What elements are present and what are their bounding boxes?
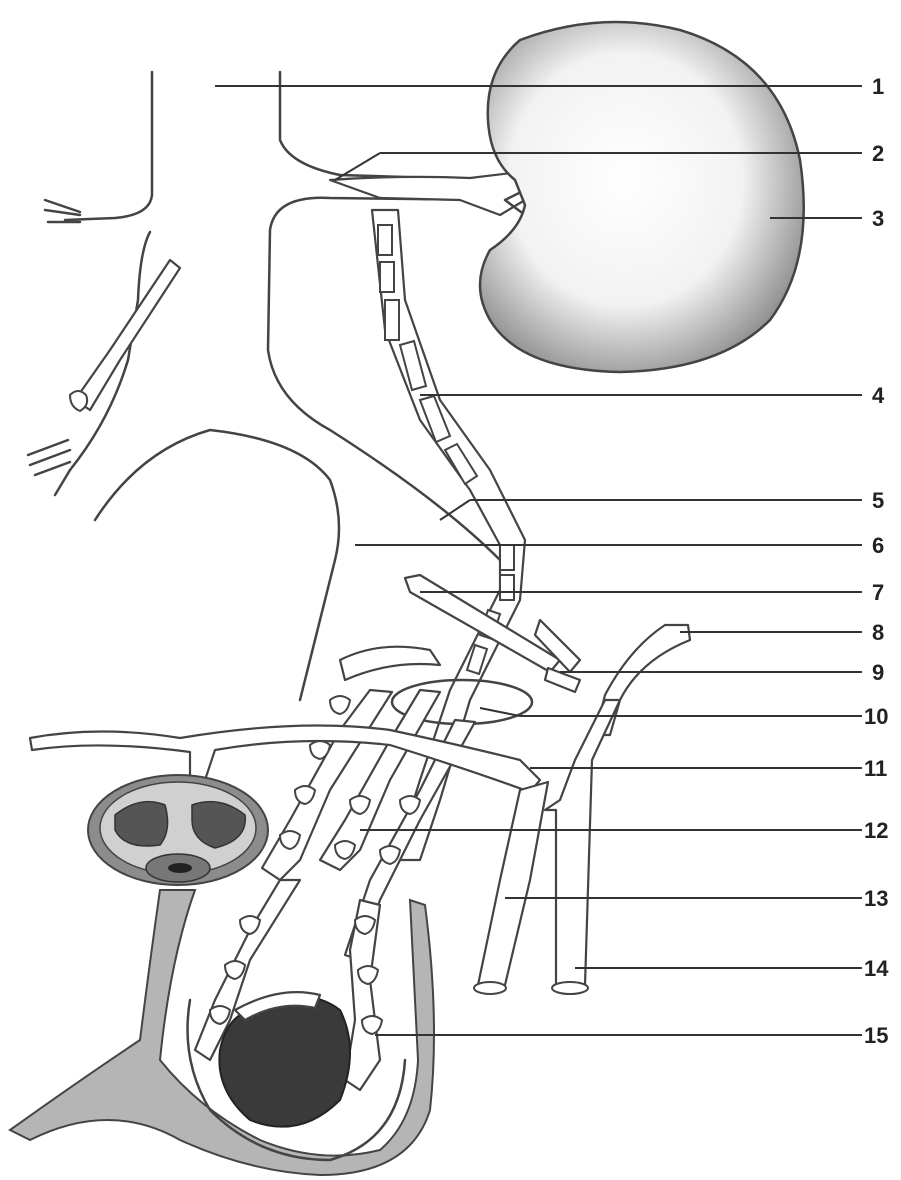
label-7: 7: [872, 580, 884, 605]
label-12: 12: [864, 818, 888, 843]
label-9: 9: [872, 660, 884, 685]
label-14: 14: [864, 956, 889, 981]
label-6: 6: [872, 533, 884, 558]
label-10: 10: [864, 704, 888, 729]
label-13: 13: [864, 886, 888, 911]
label-15: 15: [864, 1023, 888, 1048]
testis: [219, 992, 350, 1127]
label-11: 11: [864, 756, 887, 781]
number-labels: 1 2 3 4 5 6 7 8 9 10 11 12 13 14 15: [864, 74, 889, 1048]
label-8: 8: [872, 620, 884, 645]
femoral-vessels: [474, 700, 620, 994]
label-5: 5: [872, 488, 884, 513]
penis-cross-section: [88, 775, 268, 885]
label-1: 1: [872, 74, 884, 99]
label-4: 4: [872, 383, 885, 408]
label-2: 2: [872, 141, 884, 166]
renal-vein: [330, 172, 525, 215]
label-3: 3: [872, 206, 884, 231]
left-branch-veins: [28, 200, 180, 475]
leader-10: [480, 708, 520, 716]
kidney: [480, 22, 804, 372]
